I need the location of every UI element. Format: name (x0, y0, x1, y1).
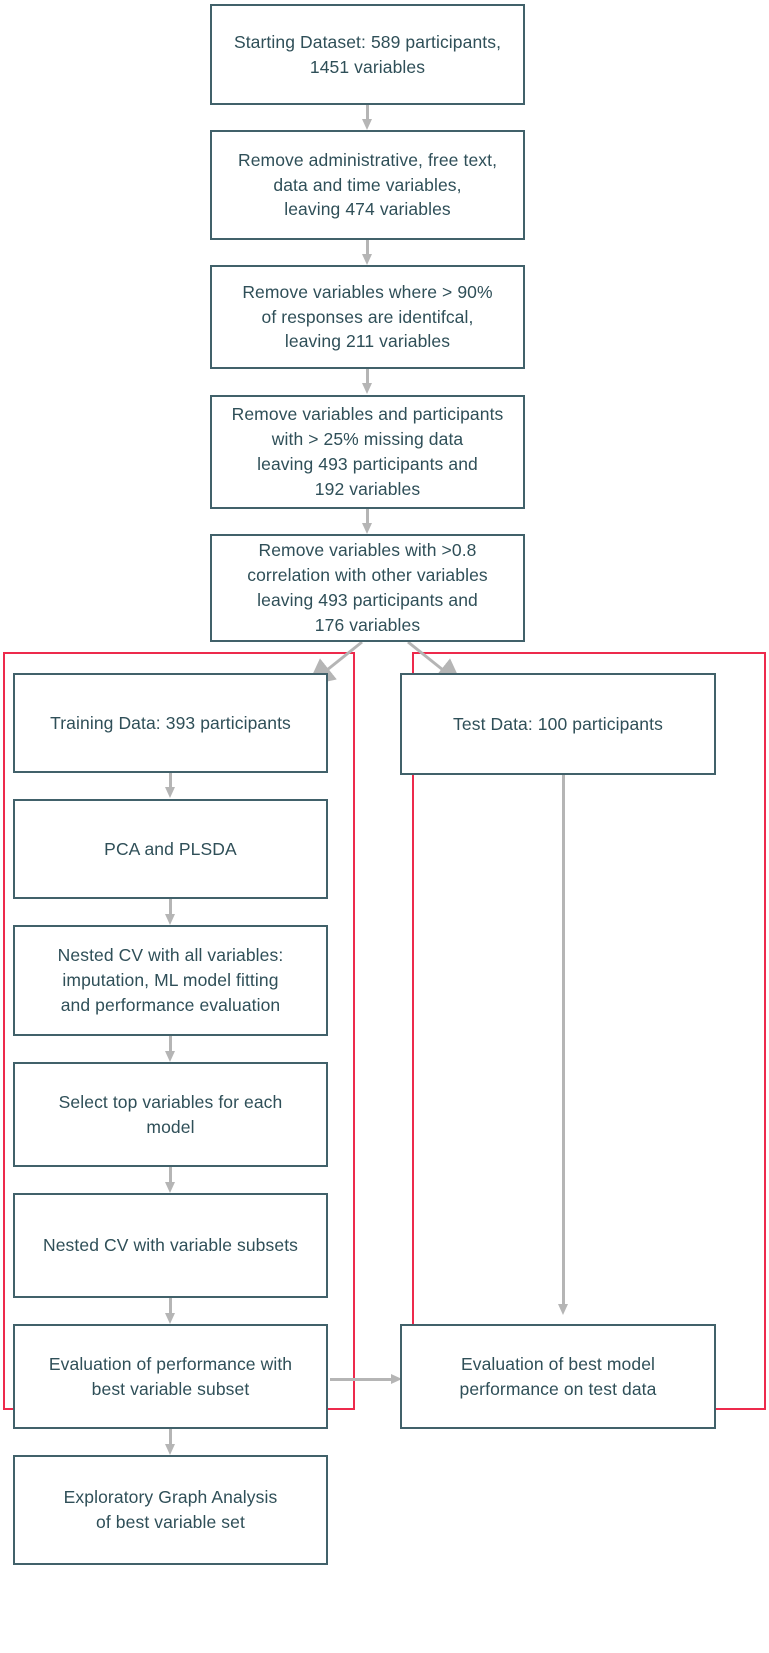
node-test-data-label: Test Data: 100 participants (453, 713, 663, 734)
node-exploratory-graph-analysis-label: Exploratory Graph Analysis of best varia… (63, 1487, 278, 1532)
node-evaluation-best-model-test-data-label: Evaluation of best model performance on … (459, 1353, 657, 1399)
node-pca-and-plsda[interactable]: PCA and PLSDA (13, 799, 328, 899)
node-remove-correlated-variables[interactable]: Remove variables with >0.8 correlation w… (210, 534, 525, 642)
arrow-remove-admin-to-remove-identical (362, 239, 373, 265)
node-test-data[interactable]: Test Data: 100 participants (400, 673, 716, 775)
node-exploratory-graph-analysis[interactable]: Exploratory Graph Analysis of best varia… (13, 1455, 328, 1565)
node-remove-missing-data[interactable]: Remove variables and participants with >… (210, 395, 525, 509)
node-select-top-variables[interactable]: Select top variables for each model (13, 1062, 328, 1167)
node-evaluation-best-model-test-data[interactable]: Evaluation of best model performance on … (400, 1324, 716, 1429)
node-remove-administrative[interactable]: Remove administrative, free text, data a… (210, 130, 525, 240)
node-pca-and-plsda-label: PCA and PLSDA (104, 838, 237, 859)
node-evaluation-performance-best-subset[interactable]: Evaluation of performance with best vari… (13, 1324, 328, 1429)
arrow-select-top-to-nested-cv-subsets (165, 1167, 176, 1193)
node-nested-cv-all-variables[interactable]: Nested CV with all variables: imputation… (13, 925, 328, 1036)
node-remove-administrative-label: Remove administrative, free text, data a… (237, 149, 498, 220)
arrow-nested-cv-all-to-select-top (165, 1036, 176, 1062)
arrow-remove-identical-to-remove-missing (362, 368, 373, 394)
node-remove-correlated-variables-label: Remove variables with >0.8 correlation w… (247, 540, 488, 635)
node-select-top-variables-label: Select top variables for each model (58, 1091, 283, 1137)
arrow-eval-perf-to-exploratory (165, 1429, 176, 1455)
node-nested-cv-all-variables-label: Nested CV with all variables: imputation… (57, 945, 284, 1015)
node-starting-dataset[interactable]: Starting Dataset: 589 participants, 1451… (210, 4, 525, 105)
node-remove-identical-responses[interactable]: Remove variables where > 90% of response… (210, 265, 525, 369)
node-training-data[interactable]: Training Data: 393 participants (13, 673, 328, 773)
node-training-data-label: Training Data: 393 participants (50, 712, 291, 733)
arrow-starting-to-remove-admin (362, 104, 373, 130)
arrow-pca-to-nested-cv-all (165, 899, 176, 925)
arrow-training-to-pca (165, 772, 176, 798)
node-starting-dataset-label: Starting Dataset: 589 participants, 1451… (233, 31, 502, 77)
node-evaluation-performance-best-subset-label: Evaluation of performance with best vari… (48, 1353, 293, 1399)
arrow-remove-missing-to-remove-correlated (362, 508, 373, 534)
node-nested-cv-variable-subsets-label: Nested CV with variable subsets (42, 1235, 299, 1256)
arrow-test-data-to-eval-best-model (558, 775, 569, 1315)
node-nested-cv-variable-subsets[interactable]: Nested CV with variable subsets (13, 1193, 328, 1298)
arrow-nested-cv-subsets-to-eval-perf (165, 1298, 176, 1324)
arrow-eval-perf-to-eval-best-model (330, 1374, 402, 1385)
node-remove-missing-data-label: Remove variables and participants with >… (231, 404, 504, 499)
node-remove-identical-responses-label: Remove variables where > 90% of response… (242, 281, 493, 352)
